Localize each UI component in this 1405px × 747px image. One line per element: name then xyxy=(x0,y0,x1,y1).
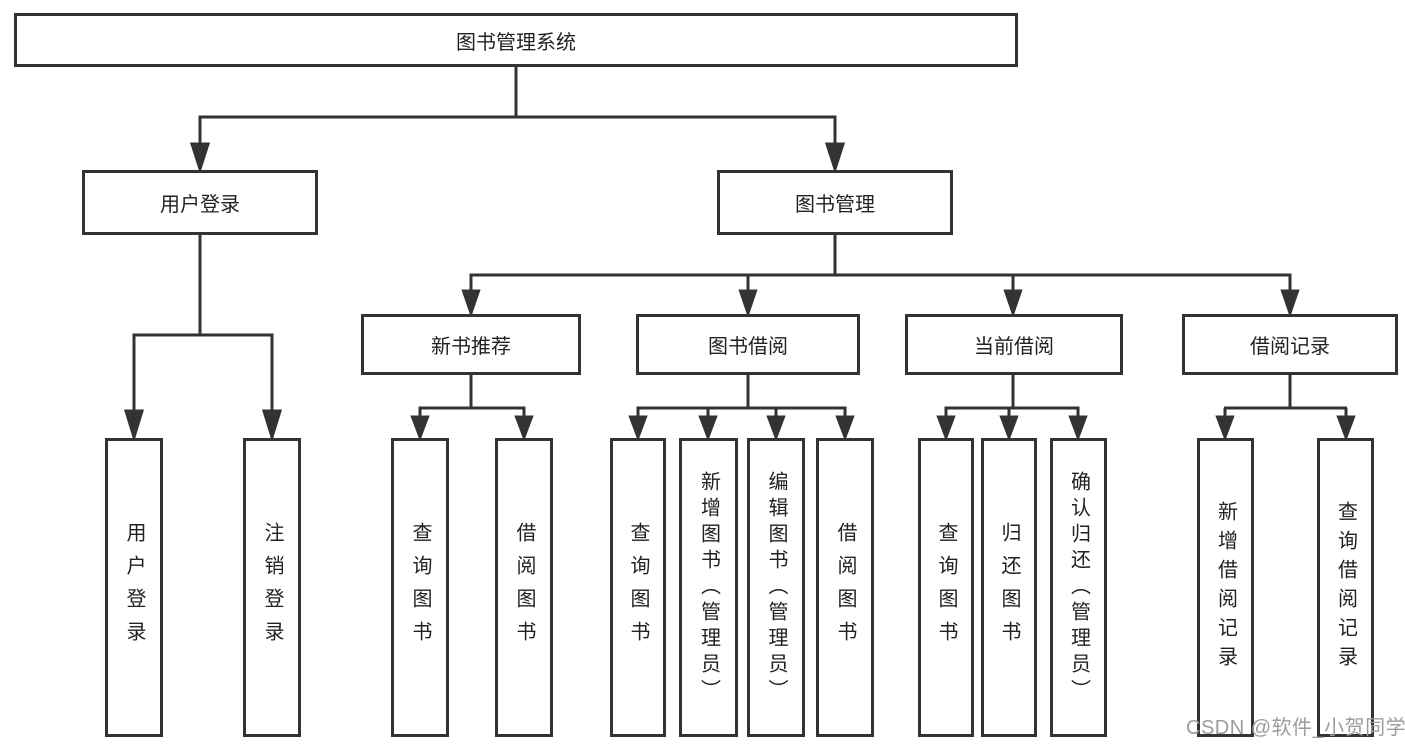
leaf-query-books-borrow: 查询图书 xyxy=(610,438,666,737)
node-label: 图书借阅 xyxy=(708,336,788,358)
node-label: 新增图书（管理员） xyxy=(697,470,720,705)
leaf-add-books-admin: 新增图书（管理员） xyxy=(679,438,738,737)
node-new-book-recommendation: 新书推荐 xyxy=(361,314,581,375)
connector-book-management-to-level3 xyxy=(461,234,1300,318)
connector-new-book-recommend-to-leaves xyxy=(410,374,534,442)
node-label: 图书管理 xyxy=(795,194,875,216)
node-label: 新书推荐 xyxy=(431,336,511,358)
node-borrowing-records: 借阅记录 xyxy=(1182,314,1398,375)
arrowhead xyxy=(410,415,430,442)
arrowhead xyxy=(824,142,846,174)
leaf-query-borrow-record: 查询借阅记录 xyxy=(1317,438,1374,737)
arrowhead xyxy=(1215,415,1235,442)
arrowhead xyxy=(628,415,648,442)
connector-user-login-to-leaves xyxy=(123,234,283,443)
arrowhead xyxy=(1280,289,1300,318)
node-label: 当前借阅 xyxy=(974,336,1054,358)
arrowhead xyxy=(738,289,758,318)
node-user-login: 用户登录 xyxy=(82,170,318,235)
leaf-borrow-books-borrow: 借阅图书 xyxy=(816,438,874,737)
connector-root-to-level2 xyxy=(189,66,846,174)
arrowhead xyxy=(936,415,956,442)
node-label: 新增借阅记录 xyxy=(1214,500,1237,675)
leaf-return-books: 归还图书 xyxy=(981,438,1037,737)
node-label: 查询图书 xyxy=(409,521,431,654)
arrowhead xyxy=(189,142,211,174)
arrowhead xyxy=(835,415,855,442)
arrowhead xyxy=(1003,289,1023,318)
node-label: 注销登录 xyxy=(261,521,283,654)
node-current-borrowing: 当前借阅 xyxy=(905,314,1123,375)
connector-current-borrow-to-leaves xyxy=(936,374,1088,442)
node-label: 用户登录 xyxy=(123,521,145,654)
arrowhead xyxy=(461,289,481,318)
leaf-confirm-return-admin: 确认归还（管理员） xyxy=(1050,438,1107,737)
node-book-borrowing: 图书借阅 xyxy=(636,314,860,375)
leaf-query-books-current: 查询图书 xyxy=(918,438,974,737)
node-label: 借阅图书 xyxy=(834,521,856,654)
arrowhead xyxy=(1068,415,1088,442)
connector-book-borrow-to-leaves xyxy=(628,374,855,442)
connector-borrow-records-to-leaves xyxy=(1215,374,1356,442)
node-label: 查询图书 xyxy=(935,521,957,654)
leaf-edit-books-admin: 编辑图书（管理员） xyxy=(747,438,805,737)
node-book-management: 图书管理 xyxy=(717,170,953,235)
node-label: 借阅图书 xyxy=(513,521,535,654)
arrowhead xyxy=(514,415,534,442)
leaf-logout: 注销登录 xyxy=(243,438,301,737)
leaf-borrow-books-recommend: 借阅图书 xyxy=(495,438,553,737)
arrowhead xyxy=(766,415,786,442)
arrowhead xyxy=(698,415,718,442)
arrowhead xyxy=(999,415,1019,442)
node-library-management-system: 图书管理系统 xyxy=(14,13,1018,67)
node-label: 确认归还（管理员） xyxy=(1067,470,1090,705)
arrowhead xyxy=(1336,415,1356,442)
leaf-user-login: 用户登录 xyxy=(105,438,163,737)
csdn-watermark: CSDN @软件_小贺同学 xyxy=(1186,717,1405,739)
node-label: 查询图书 xyxy=(627,521,649,654)
node-label: 用户登录 xyxy=(160,194,240,216)
node-label: 归还图书 xyxy=(998,521,1020,654)
node-label: 编辑图书（管理员） xyxy=(765,470,787,705)
node-label: 借阅记录 xyxy=(1250,336,1330,358)
leaf-query-books-recommend: 查询图书 xyxy=(391,438,449,737)
arrowhead xyxy=(261,409,283,443)
node-label: 查询借阅记录 xyxy=(1334,500,1357,675)
node-label: 图书管理系统 xyxy=(456,31,576,54)
leaf-add-borrow-record: 新增借阅记录 xyxy=(1197,438,1254,737)
arrowhead xyxy=(123,409,145,443)
